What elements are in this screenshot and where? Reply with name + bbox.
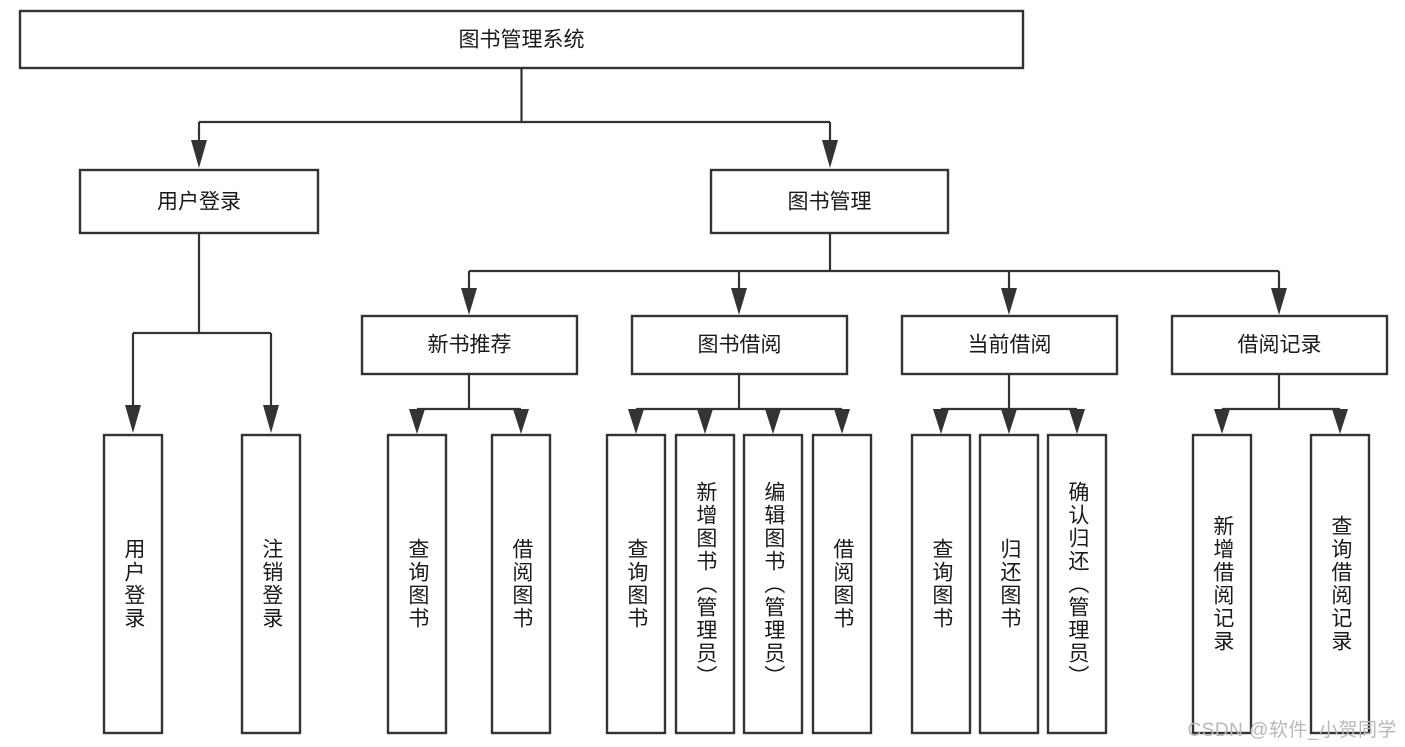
node-new-book-rec-label: 新书推荐 (428, 334, 512, 357)
node-leaf-borrow-book-1[interactable] (490, 433, 552, 735)
node-user-login[interactable] (78, 168, 320, 235)
node-leaf-user-logout[interactable] (240, 433, 302, 735)
node-leaf-confirm-return[interactable] (1046, 433, 1108, 735)
arrow-to-book-borrow (731, 288, 747, 315)
arrow-to-borrow-record (1271, 288, 1287, 315)
node-root-label: 图书管理系统 (459, 29, 585, 52)
node-leaf-query-book-1[interactable] (386, 433, 448, 735)
node-borrow-record[interactable] (1170, 314, 1389, 376)
arrow-leaf-query-record (1332, 409, 1348, 434)
arrow-to-new-book-rec (461, 288, 477, 315)
node-borrow-record-label: 借阅记录 (1238, 334, 1322, 357)
arrow-to-user-login (191, 140, 207, 168)
node-book-manage[interactable] (709, 168, 950, 235)
arrow-to-book-manage (822, 140, 838, 168)
node-current-borrow[interactable] (900, 314, 1119, 376)
node-leaf-query-book-3[interactable] (910, 433, 972, 735)
arrow-leaf-confirm-return (1069, 409, 1085, 434)
edges-layer (125, 68, 1348, 434)
node-leaf-return-book[interactable] (978, 433, 1040, 735)
node-book-borrow-label: 图书借阅 (698, 334, 782, 357)
node-new-book-rec[interactable] (360, 314, 579, 376)
arrow-leaf-query-book-2 (628, 409, 644, 434)
arrow-leaf-borrow-book-2 (834, 409, 850, 434)
arrow-leaf-return-book (1001, 409, 1017, 434)
arrow-to-current-borrow (1001, 288, 1017, 315)
arrow-leaf-query-book-1 (409, 409, 425, 434)
node-leaf-add-book[interactable] (674, 433, 736, 735)
arrow-leaf-edit-book (765, 409, 781, 434)
node-leaf-edit-book[interactable] (742, 433, 804, 735)
node-leaf-query-book-2[interactable] (605, 433, 667, 735)
arrow-leaf-user-logout (263, 405, 279, 433)
nodes-layer: 图书管理系统 用户登录 图书管理 新书推荐 图书借阅 当前借阅 借阅记录 (18, 9, 1389, 735)
node-current-borrow-label: 当前借阅 (968, 334, 1052, 357)
node-leaf-query-record[interactable] (1309, 433, 1371, 735)
arrow-leaf-user-login (125, 405, 141, 433)
arrow-leaf-add-book (697, 409, 713, 434)
node-root[interactable] (18, 9, 1025, 70)
node-leaf-borrow-book-2[interactable] (811, 433, 873, 735)
arrow-leaf-borrow-book-1 (513, 409, 529, 434)
arrow-leaf-add-record (1214, 409, 1230, 434)
watermark-text: CSDN @软件_小贺同学 (1187, 720, 1397, 741)
node-user-login-label: 用户登录 (157, 191, 241, 214)
node-book-borrow[interactable] (630, 314, 849, 376)
node-leaf-add-record[interactable] (1191, 433, 1253, 735)
node-book-manage-label: 图书管理 (788, 191, 872, 214)
node-leaf-user-login[interactable] (102, 433, 164, 735)
arrow-leaf-query-book-3 (933, 409, 949, 434)
